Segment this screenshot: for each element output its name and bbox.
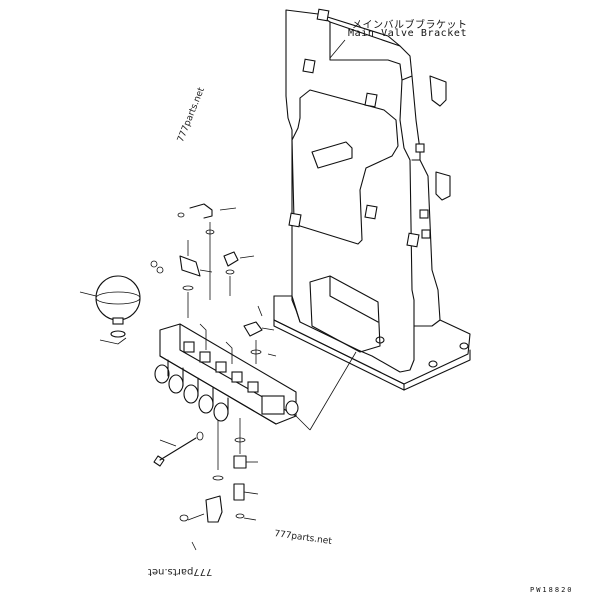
valve-block (154, 323, 311, 431)
accumulator (79, 275, 141, 345)
fittings-lower (153, 351, 357, 551)
bracket-label-en: Main Valve Bracket (348, 28, 468, 39)
watermark-text: 777parts.net (148, 566, 213, 577)
fittings-upper (150, 203, 277, 364)
drawing-id: PW18820 (530, 586, 574, 594)
main-valve-bracket (273, 8, 471, 391)
bracket-label-jp: メインバルブブラケット (352, 20, 468, 31)
